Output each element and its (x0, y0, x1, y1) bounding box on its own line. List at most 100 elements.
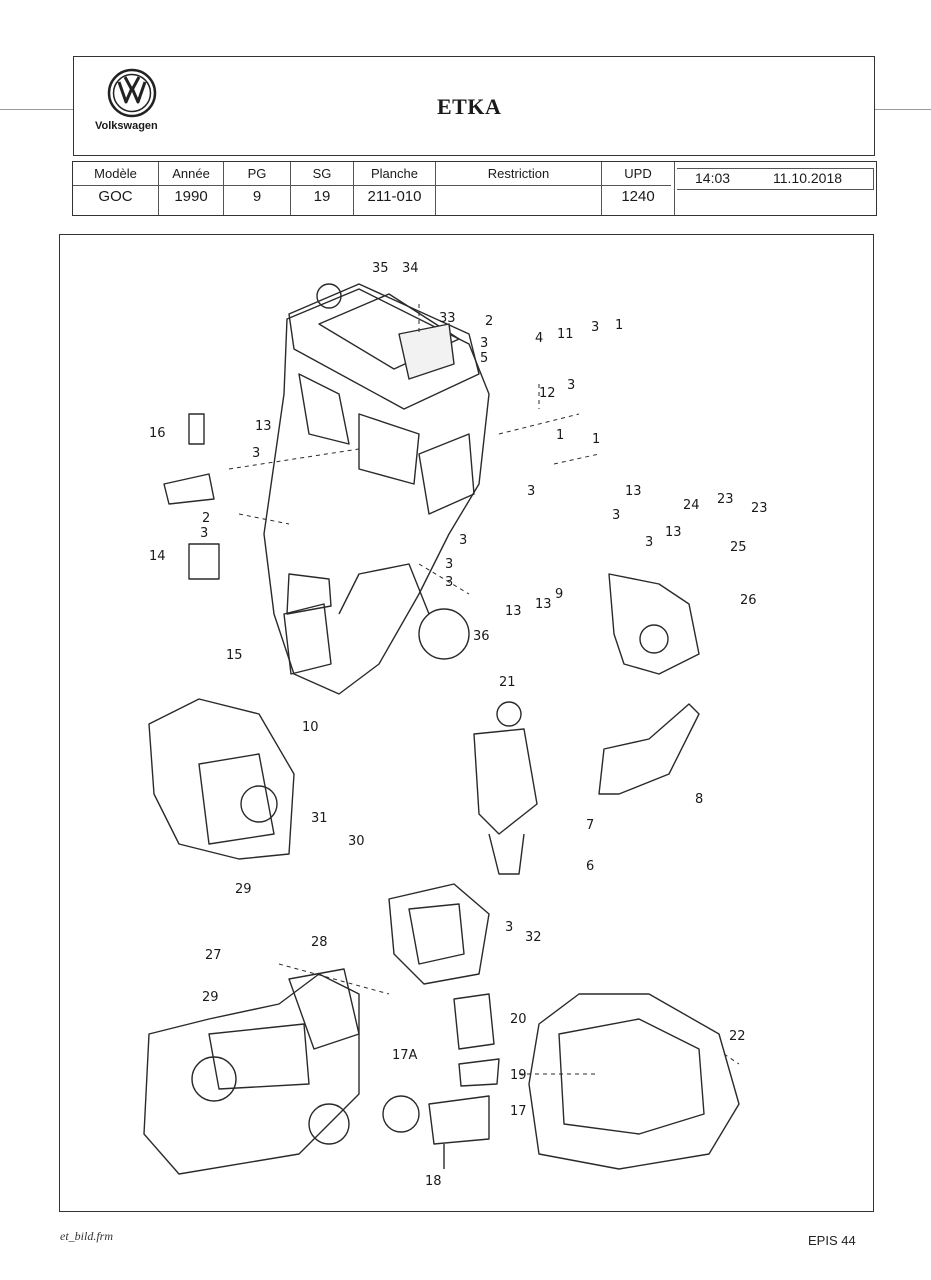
callout: 29 (202, 990, 219, 1005)
callout: 3 (480, 336, 488, 351)
footer-page-id: EPIS 44 (808, 1233, 856, 1248)
timestamp-date: 11.10.2018 (773, 170, 843, 186)
callout: 13 (255, 419, 272, 434)
callout: 3 (567, 378, 575, 393)
callout: 22 (729, 1029, 746, 1044)
cell-pg: PG 9 (224, 162, 291, 215)
value-sg: 19 (313, 188, 331, 205)
callout: 13 (665, 525, 682, 540)
cell-restriction: Restriction (436, 162, 602, 215)
engine-block (263, 288, 490, 695)
callout: 13 (625, 484, 642, 499)
callout: 7 (586, 818, 594, 833)
oil-filter (283, 603, 332, 675)
callout: 29 (235, 882, 252, 897)
distributor (473, 728, 538, 835)
callout: 36 (473, 629, 490, 644)
callout: 2 (202, 511, 210, 526)
callout: 31 (311, 811, 328, 826)
callout: 1 (556, 428, 564, 443)
auto-transmission (528, 993, 740, 1170)
timestamp-box (677, 168, 874, 190)
callout: 3 (505, 920, 513, 935)
callout: 8 (695, 792, 703, 807)
callout: 12 (539, 386, 556, 401)
info-divider (73, 185, 671, 186)
water-flange (608, 573, 700, 675)
footer-filename: et_bild.frm (60, 1229, 113, 1243)
callout: 3 (612, 508, 620, 523)
value-upd: 1240 (621, 188, 655, 205)
value-annee: 1990 (174, 188, 208, 205)
cell-upd: UPD 1240 (602, 162, 675, 215)
callout: 1 (592, 432, 600, 447)
label-sg: SG (312, 166, 332, 181)
callout: 16 (149, 426, 166, 441)
label-modele: Modèle (94, 166, 137, 181)
callout: 11 (557, 327, 574, 342)
timestamp-time: 14:03 (695, 170, 731, 186)
callout: 9 (555, 587, 563, 602)
callout: 18 (425, 1174, 442, 1189)
callout: 24 (683, 498, 700, 513)
label-annee: Année (172, 166, 210, 181)
callout: 34 (402, 261, 419, 276)
callout: 26 (740, 593, 757, 608)
callout: 1 (615, 318, 623, 333)
callout: 35 (372, 261, 389, 276)
callout: 3 (445, 557, 453, 572)
callout: 30 (348, 834, 365, 849)
vw-logo-icon (107, 68, 157, 118)
callout-layer: 35 34 33 2 3 5 4 11 12 3 1 3 1 16 13 3 1… (149, 261, 768, 1189)
control-unit (453, 993, 495, 1050)
gearbox-lower (143, 973, 360, 1175)
header-box (73, 56, 875, 156)
callout: 17 (510, 1104, 527, 1119)
callout: 28 (311, 935, 328, 950)
cell-annee: Année 1990 (159, 162, 224, 215)
callout: 3 (527, 484, 535, 499)
callout: 27 (205, 948, 222, 963)
carburettor (388, 883, 490, 985)
info-table: Modèle GOC Année 1990 PG 9 SG 19 Planche… (72, 161, 877, 216)
callout: 33 (439, 311, 456, 326)
system-title: ETKA (437, 94, 502, 119)
label-pg: PG (247, 166, 267, 181)
callout: 3 (252, 446, 260, 461)
callout: 23 (751, 501, 768, 516)
callout: 13 (505, 604, 522, 619)
callout: 3 (200, 526, 208, 541)
callout: 20 (510, 1012, 527, 1027)
callout: 3 (591, 320, 599, 335)
callout: 32 (525, 930, 542, 945)
callout: 3 (459, 533, 467, 548)
cell-modele: Modèle GOC (73, 162, 159, 215)
callout: 2 (485, 314, 493, 329)
label-upd: UPD (624, 166, 652, 181)
callout: 19 (510, 1068, 527, 1083)
callout: 23 (717, 492, 734, 507)
callout: 6 (586, 859, 594, 874)
value-planche: 211-010 (367, 188, 422, 205)
parts-diagram: 35 34 33 2 3 5 4 11 12 3 1 3 1 16 13 3 1… (143, 261, 768, 1189)
cell-planche: Planche 211-010 (354, 162, 436, 215)
callout: 10 (302, 720, 319, 735)
callout: 4 (535, 331, 543, 346)
cell-sg: SG 19 (291, 162, 354, 215)
valve-cover (288, 283, 480, 410)
label-planche: Planche (371, 166, 418, 181)
label-restriction: Restriction (487, 166, 550, 181)
callout: 3 (645, 535, 653, 550)
value-pg: 9 (252, 188, 262, 205)
callout: 17A (392, 1048, 418, 1063)
gearbox-upper (148, 698, 295, 860)
callout: 15 (226, 648, 243, 663)
callout: 3 (445, 575, 453, 590)
callout: 21 (499, 675, 516, 690)
callout: 14 (149, 549, 166, 564)
callout: 25 (730, 540, 747, 555)
value-modele: GOC (98, 188, 133, 205)
callout: 13 (535, 597, 552, 612)
parts-diagram-frame (59, 234, 874, 1212)
bracket (598, 703, 700, 795)
